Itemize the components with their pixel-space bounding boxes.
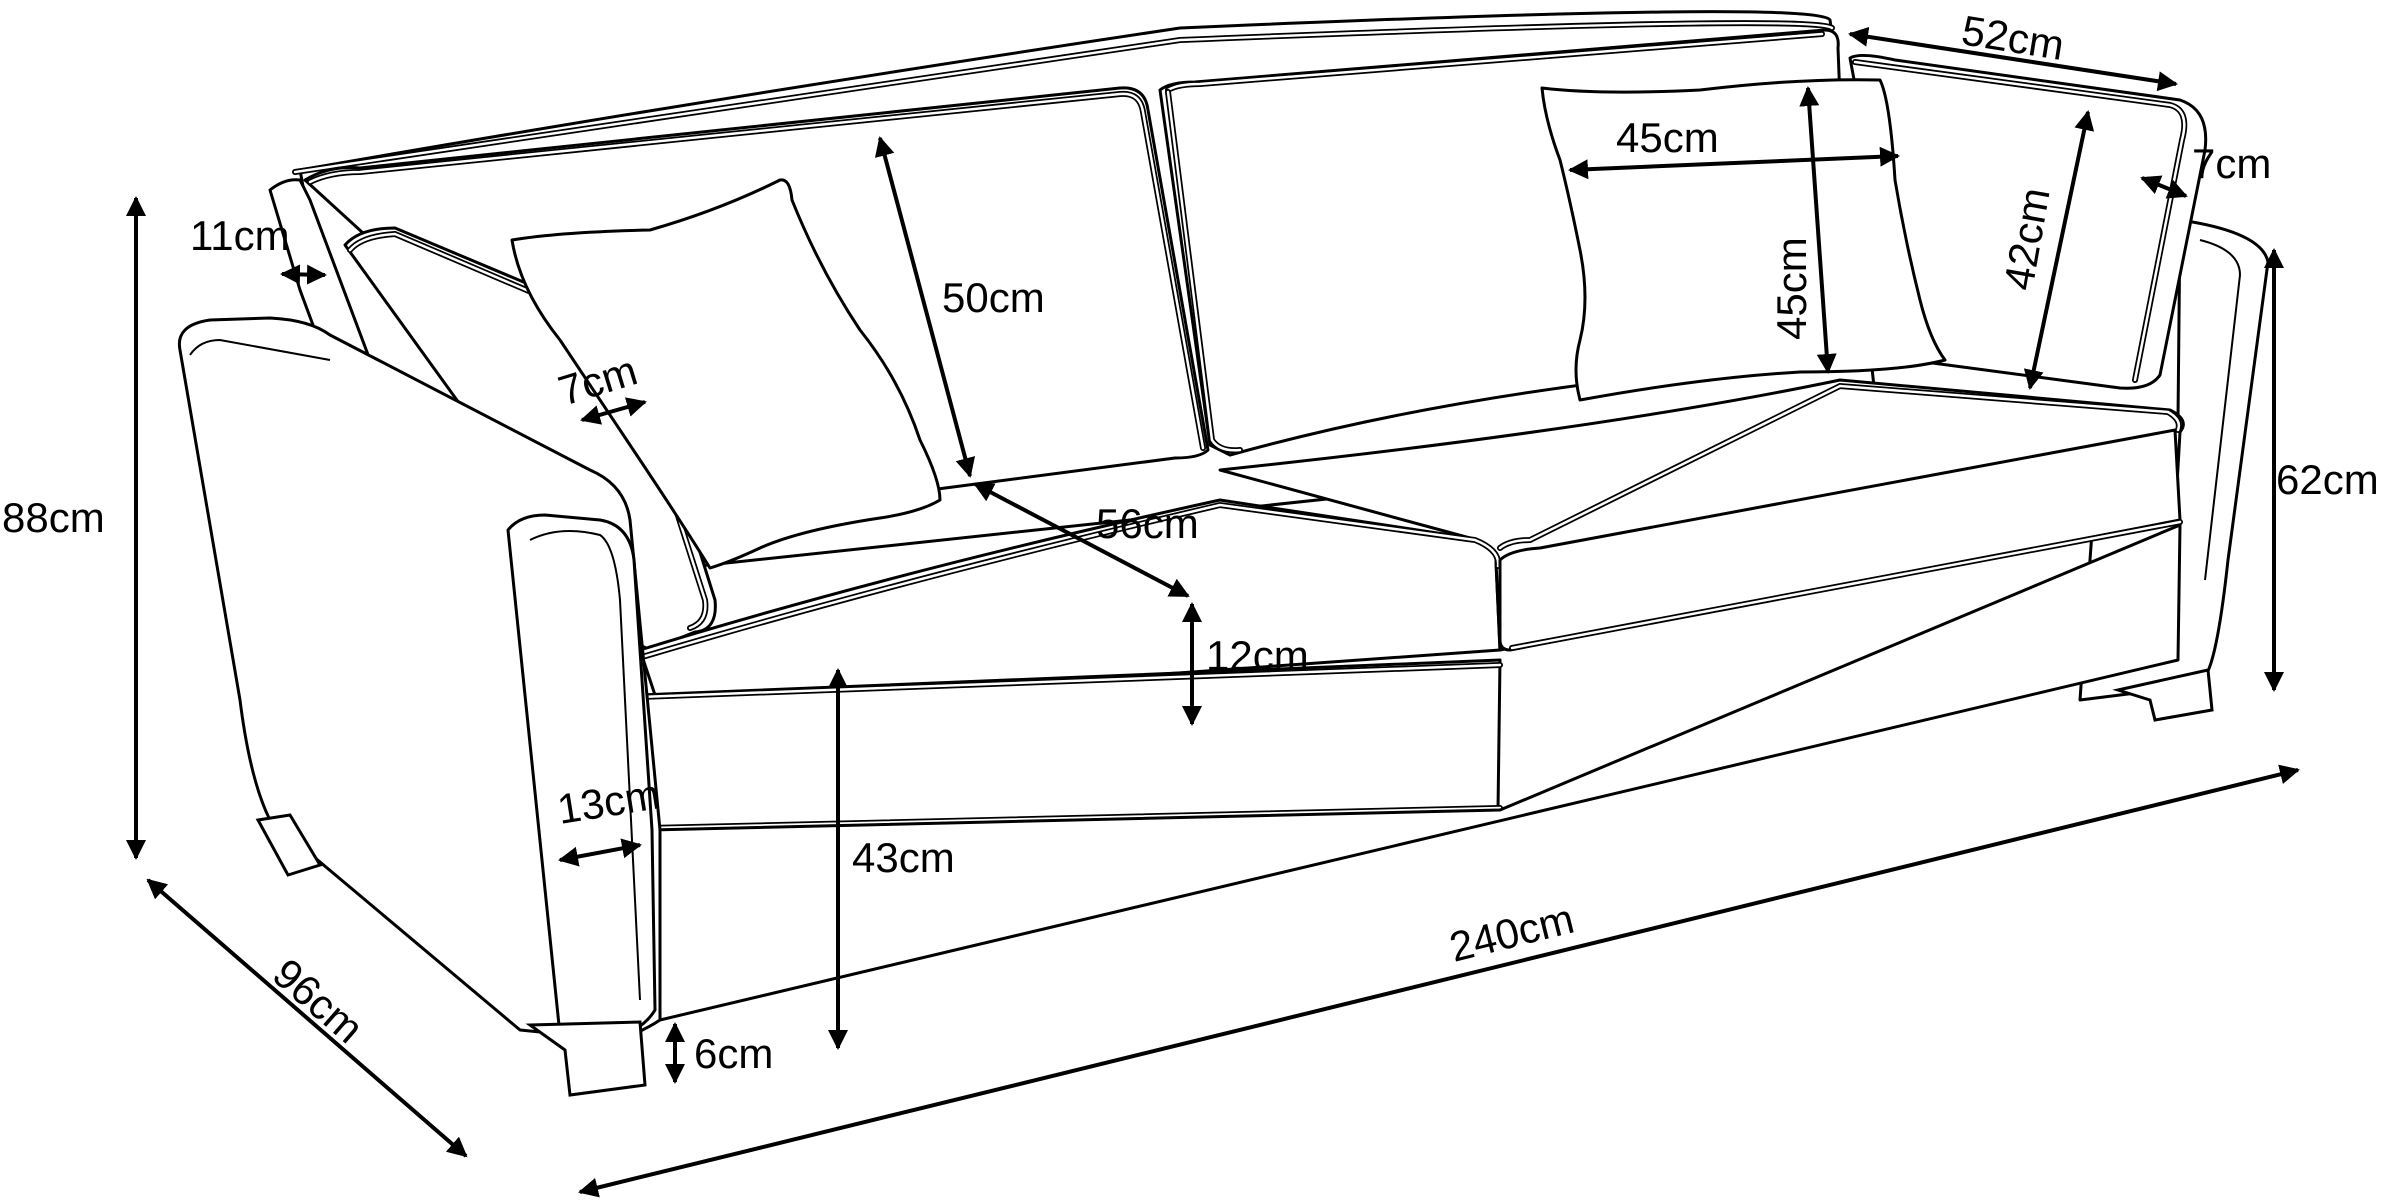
label-pillow-height: 45cm [1768, 237, 1815, 340]
dimension-lines [126, 26, 2300, 1198]
dim-line-back-cushion-height [2023, 110, 2095, 390]
label-leg-height: 6cm [694, 1030, 773, 1077]
label-pillow-width: 45cm [1616, 114, 1719, 161]
dim-line-total-depth [146, 878, 468, 1158]
leg-front-left [525, 1020, 647, 1097]
dim-line-total-width [578, 764, 2300, 1198]
dim-line-pillow-width [1568, 146, 1900, 180]
dim-line-side-cushion [580, 397, 647, 425]
leg-back-left [255, 813, 323, 877]
dim-line-pillow-height [1799, 86, 1837, 374]
label-seat-depth: 56cm [1096, 500, 1199, 547]
dim-line-backrest-height [874, 136, 976, 478]
label-back-cushion-thickness: 7cm [2192, 140, 2271, 187]
dim-line-arm-top-depth [280, 264, 327, 285]
label-backrest-height: 50cm [942, 274, 1045, 321]
left-pillow [510, 178, 942, 570]
sofa-body [177, 10, 2270, 1097]
label-seat-height: 43cm [852, 834, 955, 881]
dim-line-seat-depth [973, 482, 1190, 598]
label-arm-height: 62cm [2276, 456, 2379, 503]
dim-line-back-cushion-depth [1848, 26, 2178, 92]
label-seat-thickness: 12cm [1206, 632, 1309, 679]
label-arm-top-depth: 11cm [190, 212, 290, 259]
label-total-depth: 96cm [264, 949, 372, 1052]
leg-front-right [2112, 668, 2214, 722]
right-pillow [1540, 78, 1947, 402]
left-arm [177, 316, 662, 1042]
label-total-width: 240cm [1445, 895, 1579, 971]
label-total-height: 88cm [2, 494, 105, 541]
label-back-cushion-depth: 52cm [1959, 6, 2068, 68]
dim-line-back-cushion-thickness [2140, 175, 2188, 199]
